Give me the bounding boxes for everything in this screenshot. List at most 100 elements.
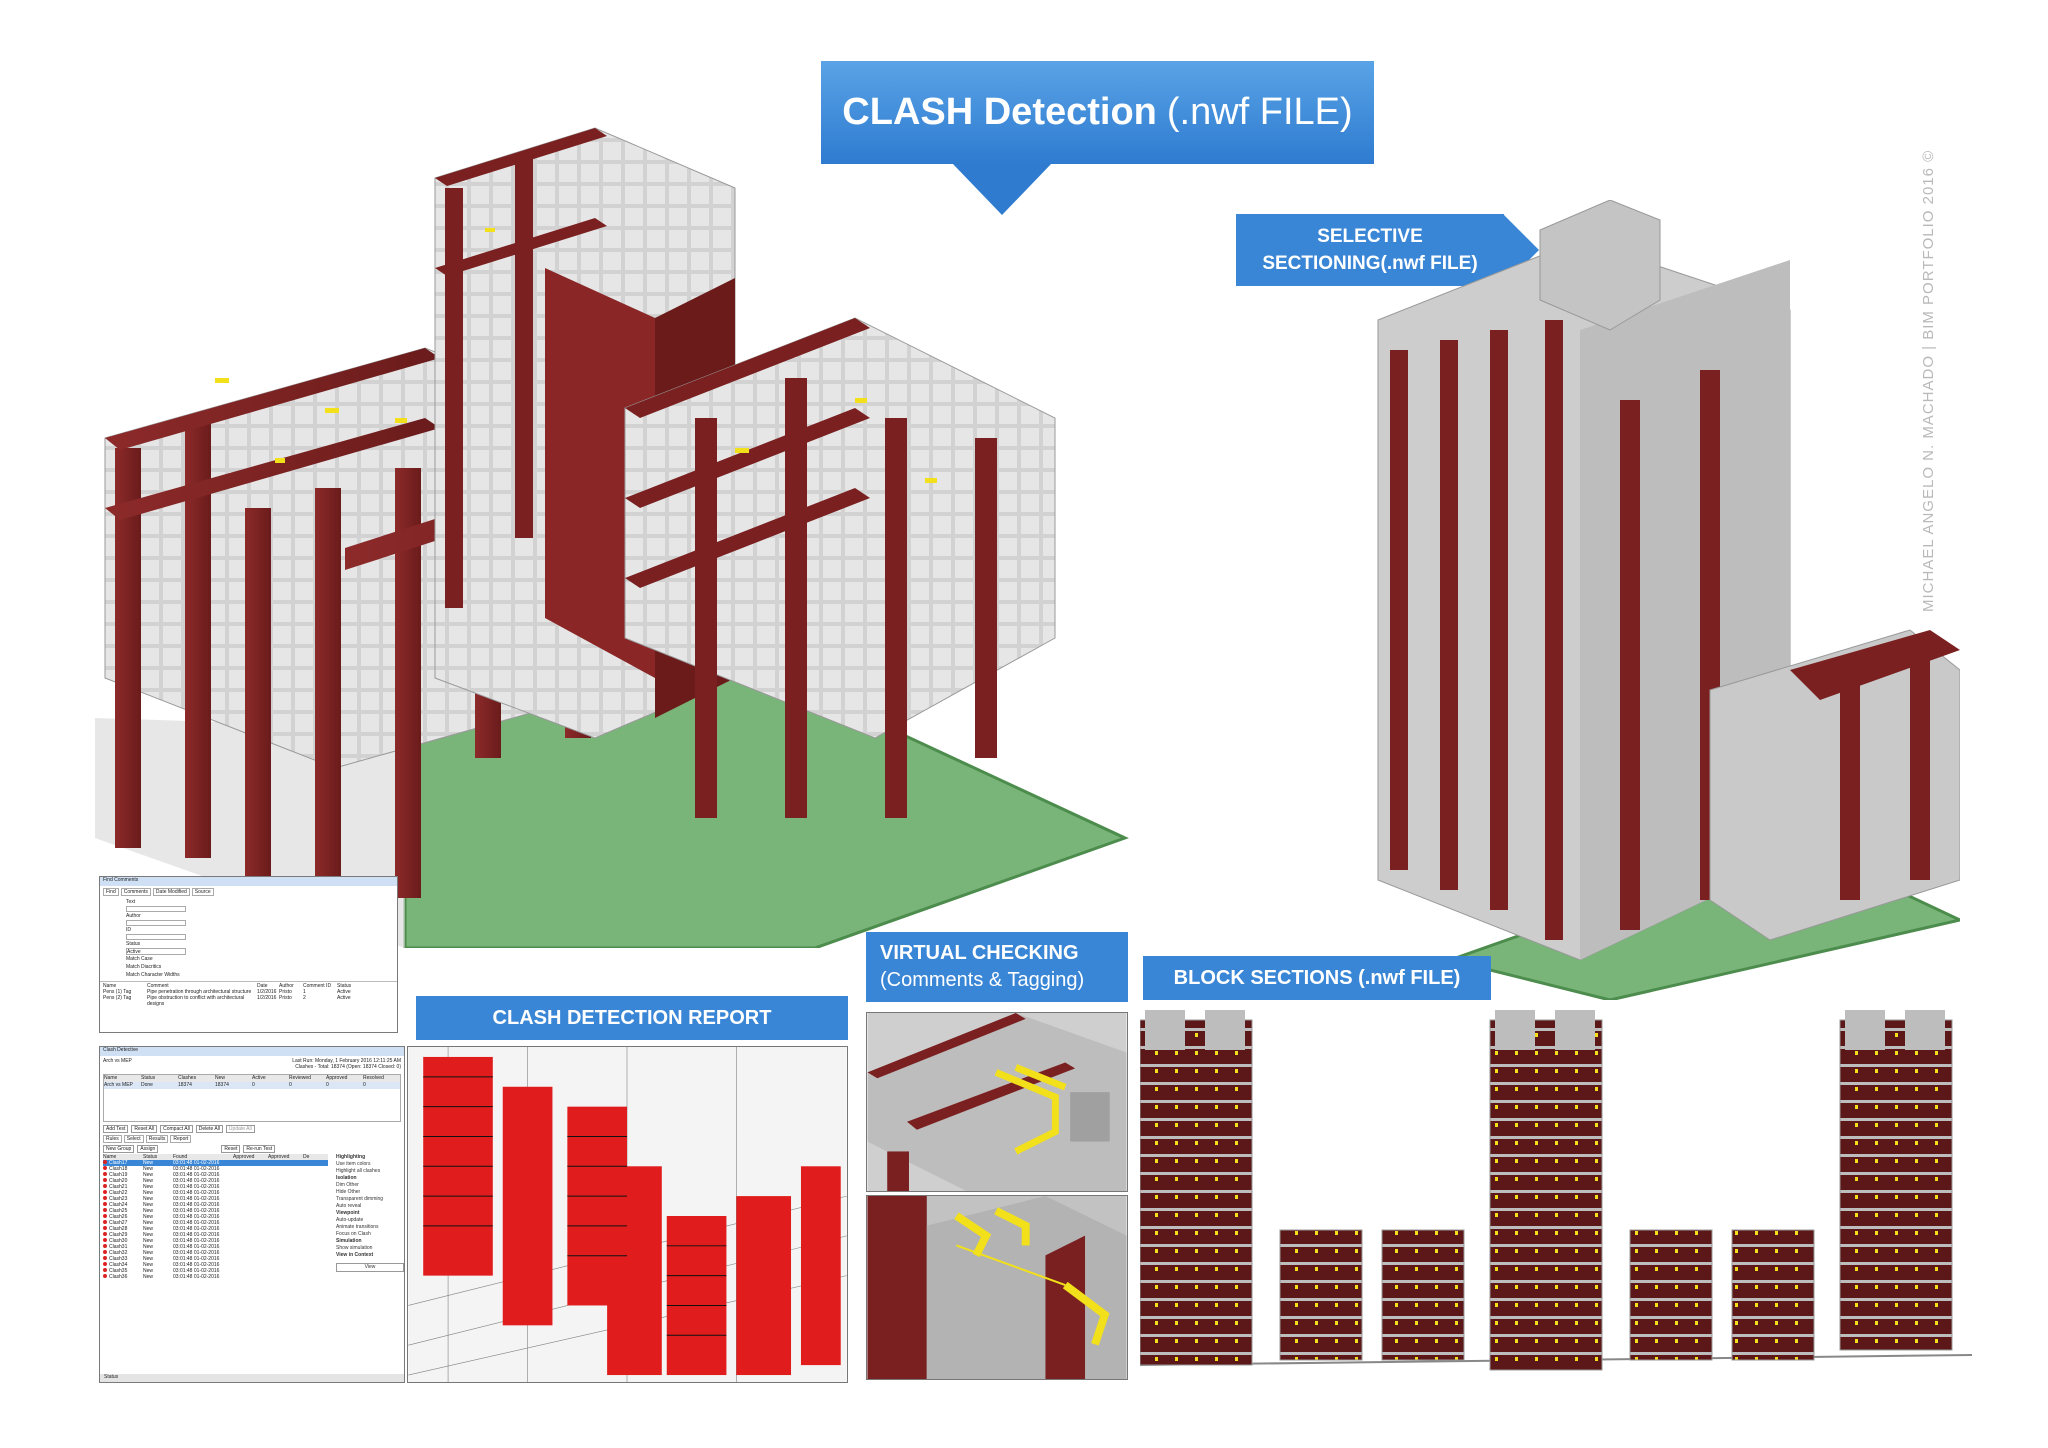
col-status[interactable]: Status xyxy=(141,1075,178,1082)
tab-comments[interactable]: Comments xyxy=(120,888,151,896)
table-cell: 0 xyxy=(326,1082,363,1089)
option-item-colors[interactable]: Use item colors xyxy=(336,1161,371,1167)
view-button[interactable]: View xyxy=(336,1263,404,1272)
add-test-button[interactable]: Add Test xyxy=(103,1125,129,1133)
check-match-case[interactable]: Match Case xyxy=(126,956,153,962)
find-comments-dialog: Find Comments Find Comments Date Modifie… xyxy=(99,876,398,1033)
col-description[interactable]: De xyxy=(303,1154,310,1160)
option-focus-on-clash[interactable]: Focus on Clash xyxy=(336,1231,371,1237)
col-status[interactable]: Status xyxy=(143,1154,158,1160)
input-text[interactable] xyxy=(126,906,186,912)
reset-all-button[interactable]: Reset All xyxy=(131,1125,158,1133)
virtual-line2: (Comments & Tagging) xyxy=(880,969,1085,991)
tab-rules[interactable]: Rules xyxy=(103,1135,122,1143)
col-clashes[interactable]: Clashes xyxy=(178,1075,215,1082)
option-transparent-dimming[interactable]: Transparent dimming xyxy=(336,1196,384,1202)
col-found[interactable]: Found xyxy=(173,1154,188,1160)
col-name[interactable]: Name xyxy=(103,983,117,989)
clash-status-icon xyxy=(103,1250,107,1254)
clash-status-icon xyxy=(103,1232,107,1236)
col-status[interactable]: Status xyxy=(337,983,352,989)
new-group-button[interactable]: New Group xyxy=(103,1145,135,1153)
clash-name: Clash36 xyxy=(103,1274,143,1280)
table-cell: Pipe penetration through architectural s… xyxy=(147,989,252,995)
clash-name: Clash33 xyxy=(103,1256,143,1262)
delete-all-button[interactable]: Delete All xyxy=(195,1125,223,1133)
clash-status-icon xyxy=(103,1208,107,1212)
check-match-diacritics[interactable]: Match Diacritics xyxy=(126,964,162,970)
col-active[interactable]: Active xyxy=(252,1075,289,1082)
table-cell: 0 xyxy=(363,1082,400,1089)
selective-line2: SECTIONING(.nwf FILE) xyxy=(1262,253,1478,274)
input-author[interactable] xyxy=(126,920,186,926)
option-animate-transitions[interactable]: Animate transitions xyxy=(336,1224,379,1230)
col-new[interactable]: New xyxy=(215,1075,252,1082)
clash-found: 03:01:48 01-02-2016 xyxy=(173,1196,220,1202)
clash-status: New xyxy=(143,1202,154,1208)
table-row[interactable]: Pens (2) Tag xyxy=(103,995,132,1001)
tab-select[interactable]: Select xyxy=(123,1135,144,1143)
col-approved[interactable]: Approved xyxy=(326,1075,363,1082)
option-dim-other[interactable]: Dim Other xyxy=(336,1182,359,1188)
tab-results[interactable]: Results xyxy=(145,1135,169,1143)
col-name[interactable]: Name xyxy=(103,1154,117,1160)
tab-source[interactable]: Source xyxy=(191,888,214,896)
col-approved[interactable]: Approved xyxy=(233,1154,255,1160)
tab-find[interactable]: Find xyxy=(103,888,119,896)
sidebar-header: View in Context xyxy=(336,1252,374,1258)
clash-found: 03:01:48 01-02-2016 xyxy=(173,1274,220,1280)
col-approved-2[interactable]: Approved xyxy=(268,1154,290,1160)
option-highlight-all[interactable]: Highlight all clashes xyxy=(336,1168,381,1174)
reset-button[interactable]: Reset xyxy=(221,1145,241,1153)
col-author[interactable]: Author xyxy=(279,983,294,989)
col-date[interactable]: Date xyxy=(257,983,268,989)
clash-status-icon xyxy=(103,1190,107,1194)
clash-status: New xyxy=(143,1274,154,1280)
low-block-section xyxy=(1731,1229,1815,1361)
table-cell: 0 xyxy=(289,1082,326,1089)
clash-status-icon xyxy=(103,1178,107,1182)
tab-report[interactable]: Report xyxy=(170,1135,192,1143)
input-id[interactable] xyxy=(126,934,186,940)
option-auto-reveal[interactable]: Auto reveal xyxy=(336,1203,362,1209)
tab-date-modified[interactable]: Date Modified xyxy=(152,888,190,896)
col-resolved[interactable]: Resolved xyxy=(363,1075,400,1082)
col-name[interactable]: Name xyxy=(104,1075,141,1082)
status-select[interactable]: Active xyxy=(126,948,186,955)
option-auto-update[interactable]: Auto-update xyxy=(336,1217,364,1223)
option-show-simulation[interactable]: Show simulation xyxy=(336,1245,373,1251)
col-comment[interactable]: Comment xyxy=(147,983,169,989)
update-all-button[interactable]: Update All xyxy=(225,1125,255,1133)
assign-button[interactable]: Assign xyxy=(137,1145,159,1153)
col-comment-id[interactable]: Comment ID xyxy=(303,983,332,989)
rerun-test-button[interactable]: Re-run Test xyxy=(243,1145,276,1153)
option-hide-other[interactable]: Hide Other xyxy=(336,1189,361,1195)
table-row[interactable]: Arch vs MEP xyxy=(104,1082,141,1089)
table-row[interactable]: Pens (1) Tag xyxy=(103,989,132,995)
virtual-line1: VIRTUAL CHECKING xyxy=(880,942,1079,964)
compact-all-button[interactable]: Compact All xyxy=(160,1125,193,1133)
test-name: Arch vs MEP xyxy=(103,1058,132,1064)
col-reviewed[interactable]: Reviewed xyxy=(289,1075,326,1082)
check-match-widths[interactable]: Match Character Widths xyxy=(126,972,180,978)
